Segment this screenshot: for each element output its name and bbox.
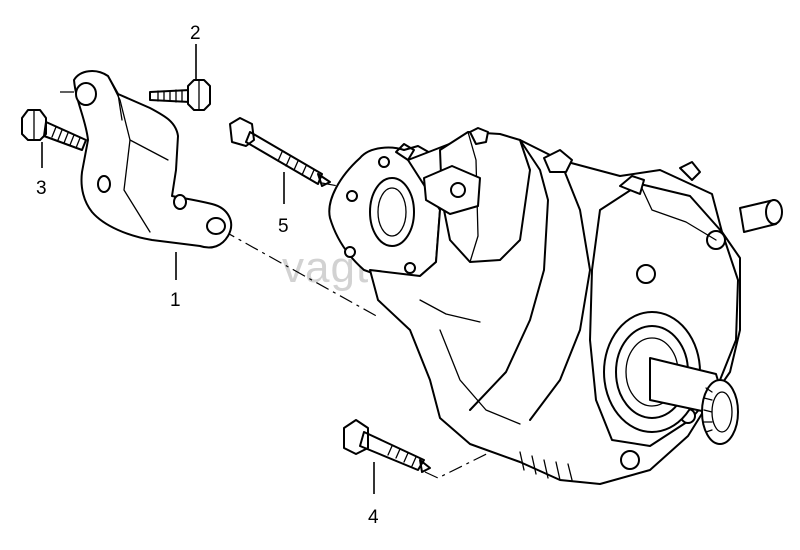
callout-3: 3 (36, 178, 47, 199)
callout-4: 4 (368, 507, 379, 528)
bolt-4 (343, 419, 431, 473)
bolt-3 (21, 109, 87, 151)
callout-1: 1 (170, 290, 181, 311)
splined-shaft-end (701, 379, 739, 445)
callout-5: 5 (278, 216, 289, 237)
bracket-mid-hole (173, 194, 187, 210)
bolt-2 (149, 79, 211, 111)
leader-lines (41, 44, 375, 494)
callouts: 2 3 1 5 4 (36, 23, 379, 528)
bracket-front-hole (206, 217, 226, 235)
rear-flange (328, 145, 441, 281)
bracket-side-hole (97, 175, 111, 193)
bracket-to-unit-line (221, 229, 381, 319)
bracket-top-hole (75, 82, 97, 106)
callout-2: 2 (190, 23, 201, 44)
bolt-5 (229, 117, 331, 187)
transfer-case-unit (328, 127, 783, 485)
mounting-bracket (73, 70, 233, 249)
